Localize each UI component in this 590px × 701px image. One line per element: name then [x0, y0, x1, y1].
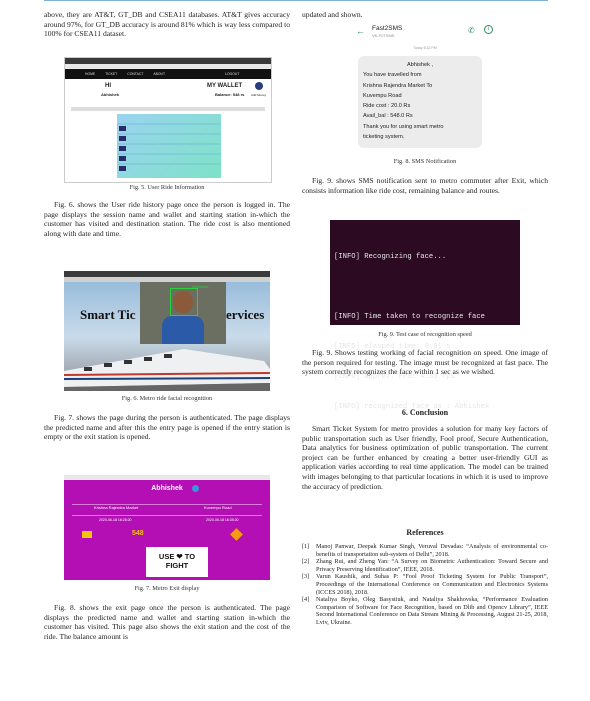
- terminal-line: [INFO] Time taken to recognize face: [334, 313, 485, 321]
- overlay-text-left: Smart Tic: [80, 307, 136, 322]
- add-money-link[interactable]: Add Money: [251, 93, 267, 97]
- wallet-amount: 548: [132, 530, 144, 537]
- face-label: Abhishek: [192, 284, 209, 289]
- verified-icon: [192, 485, 199, 492]
- wallet-balance: Balance: 548 rs: [215, 92, 245, 97]
- sms-line: Thank you for using smart metro: [363, 123, 444, 130]
- terminal-line: [INFO] approx. FPS: 4.39 fps: [334, 373, 455, 381]
- back-arrow-icon[interactable]: ←: [356, 26, 365, 36]
- logo-line-1: USE ❤ TO: [158, 552, 196, 561]
- nav-contact[interactable]: CONTACT: [127, 72, 144, 76]
- entry-time: 2020-06-18 16:28:20: [99, 518, 132, 522]
- browser-bar: [64, 475, 270, 480]
- sms-line: Abhishek ,: [406, 62, 434, 68]
- ride-history-rows: [117, 123, 221, 171]
- ride-history-table: [117, 114, 221, 178]
- sender-name: Fast2SMS: [372, 25, 403, 32]
- sms-date: Today 8:32 PM: [413, 46, 437, 50]
- nav-ticket[interactable]: TICKET: [105, 72, 118, 76]
- wallet-icon[interactable]: [255, 82, 263, 90]
- browser-titlebar: [65, 58, 271, 64]
- sms-bubble: Abhishek , You have travelled from Krish…: [358, 56, 482, 148]
- figure-user-ride-info: HOME TICKET CONTACT ABOUT LOGOUT HI Abhi…: [64, 57, 272, 183]
- reference-item: [2]Zhang Rui, and Zheng Yan: “A Survey o…: [302, 558, 548, 573]
- history-header-bar: [71, 107, 265, 111]
- figure-facial-recognition: Smart Tic ervices Abhishek: [64, 271, 270, 391]
- face-bounding-box: [170, 288, 198, 316]
- caption-fig8: Fig. 8. SMS Notification: [393, 158, 457, 165]
- use-love-logo: USE ❤ TO FIGHT: [146, 547, 208, 577]
- wallet-title: MY WALLET: [207, 83, 243, 89]
- sms-line: Avail_bal : 548.0 Rs: [363, 113, 413, 120]
- top-rule: [44, 0, 548, 1]
- wallet-card-icon: [82, 531, 92, 538]
- section-title-references: References: [406, 528, 444, 537]
- reference-list: [1]Manoj Panwar, Deepak Kumar Singh, Ver…: [302, 543, 548, 627]
- webcam-frame: Abhishek: [140, 282, 226, 344]
- site-navbar: HOME TICKET CONTACT ABOUT LOGOUT: [65, 69, 271, 79]
- sms-line: You have travelled from: [363, 72, 422, 79]
- paragraph-updated: updated and shown.: [302, 10, 363, 19]
- browser-addressbar: [65, 64, 271, 69]
- shirt: [162, 316, 204, 344]
- divider: [72, 504, 262, 505]
- face: [173, 291, 193, 313]
- reference-item: [3]Varun Kaushik, and Suhas P: “Fool Pro…: [302, 573, 548, 596]
- terminal-line: [INFO] Recognizing face...: [334, 253, 447, 261]
- terminal-line: [INFO] recognized face as : Abhishek: [334, 403, 490, 411]
- paragraph-conclusion: Smart Ticket System for metro provides a…: [302, 424, 548, 491]
- figure-metro-exit-display: Abhishek Krishna Rajendra Market Kuvempu…: [64, 475, 270, 580]
- paragraph-fig6: Fig. 6. shows the User ride history page…: [44, 200, 290, 238]
- phone-icon[interactable]: ✆: [468, 26, 475, 35]
- exit-time: 2020-06-18 16:35:20: [206, 518, 239, 522]
- window-titlebar: [64, 271, 270, 277]
- paragraph-fig9a: Fig. 9. shows SMS notification sent to m…: [302, 176, 548, 195]
- greeting: HI: [105, 83, 111, 89]
- paragraph-fig8: Fig. 8. shows the exit page once the per…: [44, 603, 290, 641]
- train-image: [64, 349, 270, 391]
- wallet-header: HI Abhishek MY WALLET Balance: 548 rs Ad…: [65, 79, 271, 107]
- caption-fig6: Fig. 6. Metro ride facial recognition: [121, 395, 213, 402]
- logo-line-2: FIGHT: [165, 561, 189, 570]
- reference-item: [1]Manoj Panwar, Deepak Kumar Singh, Ver…: [302, 543, 548, 558]
- paragraph-fig9b: Fig. 9. Shows testing working of facial …: [302, 348, 548, 377]
- overlay-text-right: ervices: [226, 307, 265, 322]
- sms-line: ticketing system.: [363, 134, 405, 141]
- nav-about[interactable]: ABOUT: [153, 72, 166, 76]
- paragraph-fig7: Fig. 7. shows the page during the person…: [44, 413, 290, 442]
- user-name: Abhishek: [101, 92, 120, 97]
- caption-fig9: Fig. 9. Test case of recognition speed: [378, 331, 472, 338]
- sms-line: Kuvempu Road: [363, 92, 402, 99]
- terminal-line: [INFO] elasped time: 0.91 s: [334, 343, 451, 351]
- divider: [72, 515, 262, 516]
- nav-logout[interactable]: LOGOUT: [225, 72, 240, 76]
- terminal-line: [INFO] Updating database...: [334, 463, 451, 471]
- window-toolbar: [64, 277, 270, 282]
- sender-id: VK-F2TSMS: [372, 33, 395, 38]
- sms-line: Ride cost : 20.0 Rs: [363, 103, 411, 110]
- exit-station: Kuvempu Road: [204, 505, 232, 510]
- paragraph-intro: above, they are AT&T, GT_DB and CSEA11 d…: [44, 10, 290, 39]
- terminal-blank-line: [334, 282, 516, 292]
- ticket-icon: [230, 528, 243, 541]
- caption-fig7: Fig. 7. Metro Exit display: [134, 585, 200, 592]
- nav-home[interactable]: HOME: [85, 72, 96, 76]
- sms-line: Krishna Rajendra Market To: [363, 82, 433, 89]
- exit-user-name: Abhishek: [151, 485, 183, 492]
- caption-fig5: Fig. 5. User Ride Information: [129, 184, 205, 191]
- section-title-conclusion: 6. Conclusion: [401, 408, 449, 417]
- figure-sms-notification: ← Fast2SMS VK-F2TSMS ✆ i Today 8:32 PM A…: [350, 22, 500, 152]
- info-icon[interactable]: i: [484, 25, 493, 34]
- reference-item: [4]Nataliya Boyko, Oleg Basystiuk, and N…: [302, 596, 548, 626]
- entry-station: Krishna Rajendra Market: [94, 505, 139, 510]
- figure-terminal-output: [INFO] Recognizing face... [INFO] Time t…: [330, 220, 520, 471]
